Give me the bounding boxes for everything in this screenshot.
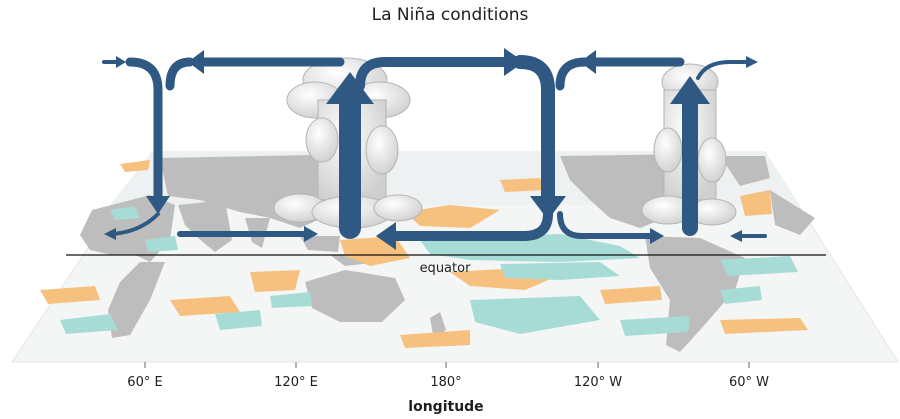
tick-label-180: 180° bbox=[430, 375, 461, 390]
arrow-surface-trade-west bbox=[389, 209, 553, 241]
arrow-east-pacific-surface bbox=[555, 57, 590, 91]
diagram-title: La Niña conditions bbox=[372, 5, 529, 25]
arabia-india-land bbox=[178, 200, 270, 252]
longitude-ticks: 60° E 120° E 180° 120° W 60° W bbox=[127, 362, 769, 390]
tick-label-120e: 120° E bbox=[274, 375, 318, 390]
arrowhead-bottom-left bbox=[104, 228, 116, 240]
equator-label: equator bbox=[420, 261, 472, 276]
ocean-map bbox=[11, 151, 899, 363]
arrowhead-top-right bbox=[746, 56, 758, 68]
australia-land bbox=[305, 270, 405, 322]
arrow-fade-overlays bbox=[165, 52, 195, 72]
arrow-pacific-sinking bbox=[513, 55, 555, 207]
tick-label-120w: 120° W bbox=[574, 375, 622, 390]
arrowhead-upper-west-right bbox=[580, 50, 596, 74]
arrow-left-cell-down bbox=[125, 57, 163, 203]
arrow-left-cell-upturn bbox=[165, 57, 195, 91]
x-axis-label: longitude bbox=[408, 399, 483, 415]
arrowhead-main-rising bbox=[326, 72, 374, 104]
arrowhead-sa-rising bbox=[670, 76, 710, 104]
arrowhead-surface-east-left bbox=[304, 226, 318, 242]
arrowhead-surface-east-right bbox=[650, 228, 664, 244]
tick-label-60w: 60° W bbox=[729, 375, 769, 390]
arrowhead-left-cell-down bbox=[146, 196, 170, 214]
arrowhead-surface-trade-west bbox=[376, 222, 396, 250]
arrow-surface-east-right bbox=[557, 211, 653, 239]
arrowhead-bottom-right bbox=[730, 230, 742, 242]
arrowhead-upper-westward-left bbox=[188, 50, 204, 74]
greenland-europe-land bbox=[720, 156, 815, 235]
africa-land bbox=[80, 195, 175, 338]
arrow-bottom-left-outflow bbox=[110, 212, 160, 236]
walker-circulation-arrows bbox=[102, 48, 767, 250]
arrow-upper-east bbox=[355, 57, 510, 91]
arrowhead-pacific-sinking bbox=[530, 196, 566, 220]
arrowhead-top-left bbox=[116, 56, 126, 68]
tick-label-60e: 60° E bbox=[127, 375, 162, 390]
arrow-top-right-outflow bbox=[696, 60, 750, 80]
